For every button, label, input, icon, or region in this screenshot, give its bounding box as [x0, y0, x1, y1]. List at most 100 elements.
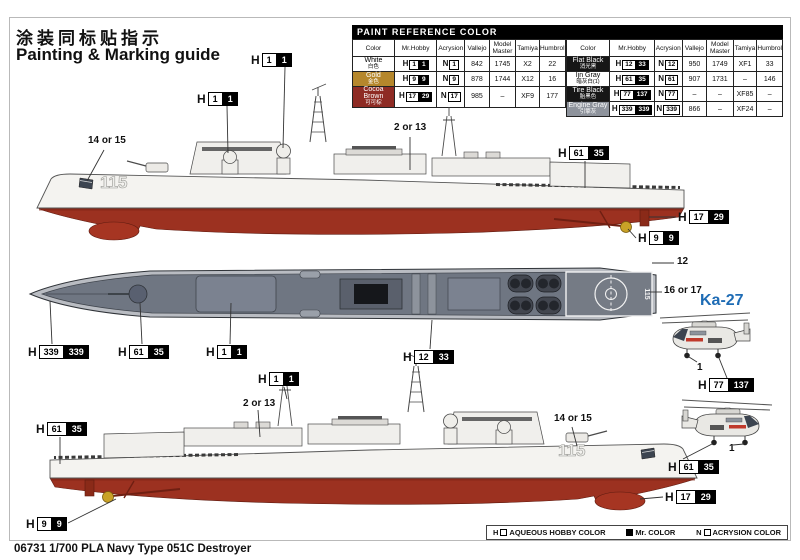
- acrysion-prefix: N: [440, 91, 447, 101]
- aqueous-code: 1: [409, 59, 420, 70]
- color-name-en: Gold: [366, 71, 381, 79]
- aqueous-code: 12: [413, 350, 434, 364]
- hobby-prefix: H: [615, 58, 622, 68]
- aqueous-code: 61: [128, 345, 149, 359]
- acrysion-code: 17: [447, 92, 461, 103]
- hobby-prefix: H: [615, 73, 622, 83]
- tamiya-cell: XF24: [732, 101, 758, 117]
- aqueous-code: 61: [678, 460, 699, 474]
- color-name-en: Ijn Gray: [575, 71, 601, 79]
- acrysion-code: 339: [663, 104, 681, 115]
- acrysion-prefix: N: [658, 73, 665, 83]
- aqueous-code: 17: [675, 490, 696, 504]
- color-name-en: Flat Black: [572, 56, 604, 64]
- acrysion-prefix: N: [658, 88, 665, 98]
- humbrol-cell: –: [756, 101, 783, 117]
- hobby-prefix: H: [668, 460, 677, 474]
- acrysion-prefix: N: [442, 73, 449, 83]
- aqueous-code: 9: [409, 74, 420, 85]
- mrcolor-code: 35: [148, 345, 169, 359]
- mrcolor-code: 29: [419, 92, 433, 103]
- acrysion-code: 9: [449, 74, 460, 85]
- acrysion-code: 12: [665, 59, 679, 70]
- aqueous-code: 339: [38, 345, 64, 359]
- hobby-prefix: H: [611, 103, 618, 113]
- helipad-hull-number: 115: [643, 288, 650, 299]
- aqueous-code: 61: [46, 422, 67, 436]
- modelmaster-cell: –: [706, 101, 734, 117]
- mrcolor-code: 1: [231, 345, 247, 359]
- color-name-cn: 胎黑色: [579, 94, 597, 100]
- acrysion-prefix: N: [658, 58, 665, 68]
- decal-label-1: 1: [729, 443, 735, 454]
- mrcolor-code: 35: [635, 74, 649, 85]
- color-name-cn: 可可棕: [365, 100, 382, 106]
- paint-table-left: Color Mr.Hobby Acrysion Vallejo Model Ma…: [352, 39, 566, 108]
- vallejo-cell: 878: [464, 71, 490, 87]
- table-header-row: Color Mr.Hobby Acrysion Vallejo Model Ma…: [565, 39, 783, 57]
- aqueous-code: 1: [216, 345, 232, 359]
- mrcolor-code: 35: [588, 146, 609, 160]
- acrysion-prefix: N: [442, 58, 449, 68]
- decal-label-14-15: 14 or 15: [554, 413, 592, 424]
- hobby-prefix: H: [206, 345, 215, 359]
- callout-leader-lines: [49, 66, 745, 524]
- table-header-row: Color Mr.Hobby Acrysion Vallejo Model Ma…: [352, 39, 566, 57]
- hobby-prefix: H: [36, 422, 45, 436]
- mrcolor-code: 9: [419, 74, 429, 85]
- col-acrysion: Acrysion: [653, 39, 683, 57]
- decal-label-16-17: 16 or 17: [664, 285, 702, 296]
- aqueous-code: 17: [405, 92, 420, 103]
- aqueous-code: 339: [618, 104, 636, 115]
- black-box-icon: [626, 529, 634, 536]
- legend-mrcolor: Mr. COLOR: [626, 528, 675, 537]
- mrcolor-code: 137: [728, 378, 754, 392]
- hobby-prefix: H: [197, 92, 206, 106]
- mrcolor-code: 35: [698, 460, 719, 474]
- hobby-prefix: H: [258, 372, 267, 386]
- acrysion-code: 1: [449, 59, 460, 70]
- decal-label-14-15: 14 or 15: [88, 135, 126, 146]
- white-box-icon: [703, 529, 711, 536]
- col-tamiya: Tamiya: [515, 39, 540, 57]
- color-name-en: Cocoa Brown: [363, 86, 384, 100]
- paint-table-right: Color Mr.Hobby Acrysion Vallejo Model Ma…: [565, 39, 783, 117]
- hobby-prefix: H: [402, 73, 409, 83]
- mrcolor-code: 33: [433, 350, 454, 364]
- modelmaster-cell: 1744: [488, 71, 517, 87]
- aqueous-code: 61: [568, 146, 589, 160]
- hobby-prefix: H: [638, 231, 647, 245]
- hobby-prefix: H: [28, 345, 37, 359]
- color-name-en: Tire Black: [572, 86, 604, 94]
- hobby-prefix: H: [613, 88, 620, 98]
- mrcolor-code: 9: [663, 231, 679, 245]
- page-title-chinese: 涂装同标贴指示: [16, 29, 163, 48]
- helicopter-side-view-top: [659, 312, 751, 359]
- ship-top-view: 115: [28, 267, 657, 321]
- mrcolor-code: 1: [283, 372, 299, 386]
- aqueous-code: 9: [36, 517, 52, 531]
- hull-number-bottom: 115: [558, 441, 585, 460]
